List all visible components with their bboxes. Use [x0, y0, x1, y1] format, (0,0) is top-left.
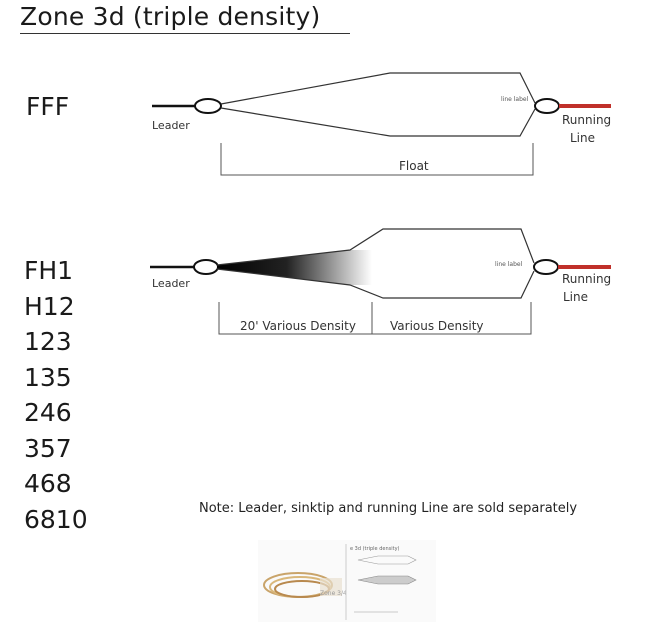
code-item: 135 [24, 362, 72, 392]
running-line-label-2: Line [563, 290, 588, 304]
float-label: Float [399, 159, 429, 173]
thumbnail-title: e 3d (triple density) [350, 546, 400, 552]
thumbnail-tag: Zone 3/4 [320, 590, 347, 597]
leader-loop [193, 259, 219, 275]
page-title: Zone 3d (triple density) [20, 2, 321, 31]
diagram-triple-density: Leader line label Running Line 20' Vario… [150, 228, 611, 335]
running-line-loop [534, 98, 560, 114]
leader-loop [194, 98, 222, 114]
leader-label: Leader [152, 277, 190, 290]
code-item: 6810 [24, 504, 88, 534]
float-bracket [220, 143, 534, 176]
leader-label: Leader [152, 119, 190, 132]
line-body-outline [216, 228, 535, 299]
code-item: 468 [24, 469, 72, 498]
line-label: line label [495, 261, 523, 268]
section2-label: Various Density [390, 319, 484, 333]
running-line-label-1: Running [562, 272, 611, 286]
code-item: 246 [24, 398, 72, 427]
line-body-outline [220, 72, 536, 137]
code-list: FH1 H12 123 135 246 357 468 6810 [24, 253, 88, 537]
thumbnail-preview: Zone 3/4 e 3d (triple density) [258, 540, 436, 622]
title-underline [20, 33, 350, 34]
running-line-loop [533, 259, 559, 275]
running-line-label-2: Line [570, 131, 595, 145]
diagram-float: Leader line label Running Line Float [152, 72, 611, 176]
code-item: H12 [24, 291, 75, 321]
note-text: Note: Leader, sinktip and running Line a… [199, 501, 578, 516]
line-label: line label [501, 96, 529, 103]
thumbnail-diagram-2 [357, 575, 417, 585]
code-item: FH1 [24, 256, 74, 285]
density-gradient-section [217, 250, 372, 285]
density-brackets [218, 302, 532, 335]
thumbnail-diagram-1 [357, 555, 417, 565]
code-item: 123 [24, 327, 72, 356]
coiled-line-image [263, 572, 342, 598]
code-item: 357 [24, 433, 72, 463]
running-line-label-1: Running [562, 113, 611, 127]
code-fff: FFF [26, 92, 70, 121]
thumbnail-image: Zone 3/4 e 3d (triple density) [263, 544, 417, 620]
section1-label: 20' Various Density [240, 319, 356, 333]
